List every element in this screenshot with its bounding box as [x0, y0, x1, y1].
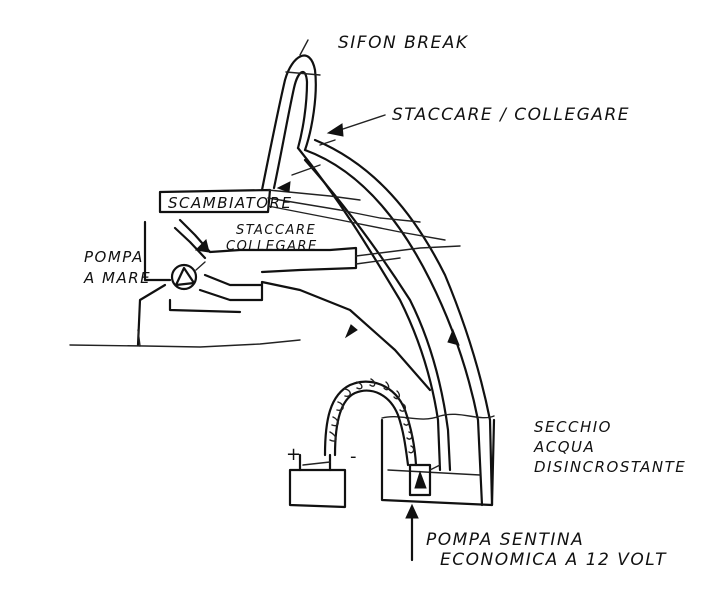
label-acqua: ACQUA	[533, 438, 595, 456]
bilge-pump	[408, 463, 441, 497]
hoses-to-bucket	[296, 138, 494, 507]
label-a-mare: A MARE	[83, 269, 151, 287]
label-collegare-mid: COLLEGARE	[226, 239, 318, 254]
scambiatore-block	[158, 164, 446, 241]
pompa-sentina-arrow	[405, 503, 419, 562]
label-secchio: SECCHIO	[534, 418, 612, 436]
label-pompa: POMPA	[84, 248, 144, 266]
spiral-hose	[323, 378, 418, 467]
staccare-collegare-top-arrow	[319, 114, 386, 146]
label-pompa-sentina: POMPA SENTINA	[426, 530, 584, 550]
label-disincrostante: DISINCROSTANTE	[534, 458, 686, 476]
pompa-a-mare-pump	[170, 261, 206, 291]
siphon-break-loop	[260, 39, 321, 192]
label-staccare-collegare-top: STACCARE / COLLEGARE	[392, 105, 630, 125]
label-scambiatore: SCAMBIATORE	[168, 194, 292, 212]
label-staccare-mid: STACCARE	[236, 223, 316, 238]
battery-minus-sign: -	[350, 446, 357, 467]
label-economica: ECONOMICA A 12 VOLT	[440, 550, 667, 570]
battery-plus-sign: +	[286, 444, 301, 465]
battery	[288, 453, 347, 509]
label-sifon-break: SIFON BREAK	[338, 33, 469, 53]
waterline	[69, 329, 301, 348]
engine-block	[136, 218, 461, 392]
